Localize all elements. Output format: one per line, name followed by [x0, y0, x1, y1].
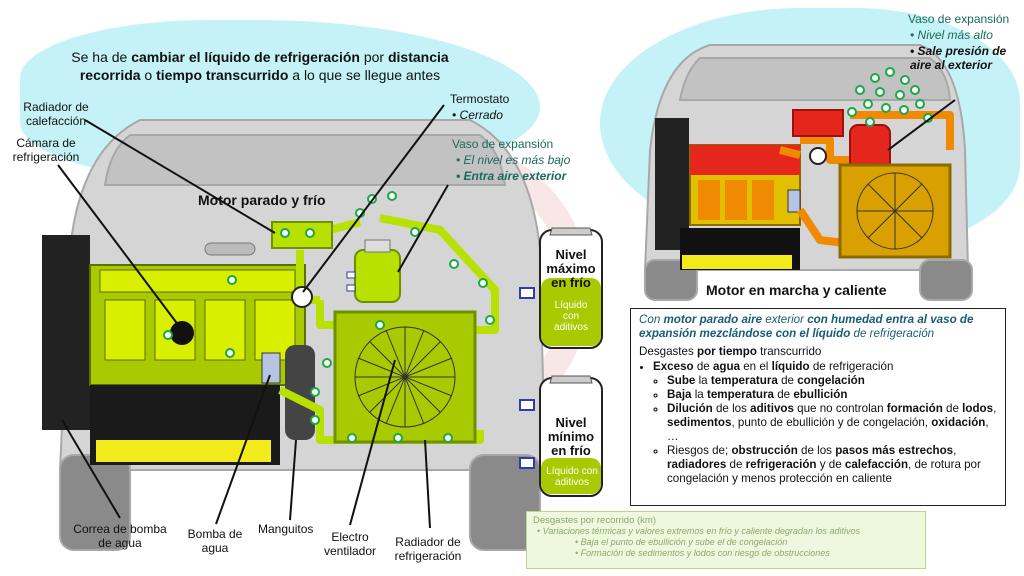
bottle-min [519, 375, 603, 497]
label-vaso-presion: • Sale presión de aire al exterior [910, 44, 1007, 72]
bottle-max-sub: Líquido con aditivos [554, 300, 588, 333]
left-diagram-title: Motor parado y frío [198, 192, 326, 208]
right-expansion-tank [849, 124, 891, 171]
left-radiator [333, 310, 477, 444]
recorrido-box: Desgastes por recorrido (km) • Variacion… [526, 511, 926, 569]
info-desgastes-tiempo: Desgastes por tiempo transcurrido [639, 345, 822, 358]
right-bubbles [847, 67, 933, 127]
info-riesgos: Riesgos de; obstrucción de los pasos más… [667, 444, 997, 486]
left-label-pointers [57, 104, 449, 529]
label-vaso-nivel: • El nivel es más bajo [456, 153, 571, 167]
label-vaso-nivel-alto: • Nivel más alto [910, 28, 993, 42]
label-electro-ventilador: Electro ventilador [323, 530, 377, 558]
right-engine-block [655, 118, 801, 270]
recorrido-line-3: • Formación de sedimentos y lodos con ri… [575, 548, 830, 558]
recorrido-line-2: • Baja el punto de ebullición y sube el … [575, 537, 788, 547]
recorrido-title: Desgastes por recorrido (km) [533, 515, 657, 526]
label-radiador-refrigeracion: Radiador de refrigeración [394, 535, 462, 563]
bottle-min-label: Nivel mínimo en frío [547, 415, 595, 458]
label-vaso-aire: • Entra aire exterior [456, 169, 567, 183]
info-intro: Con motor parado aire exterior con humed… [639, 313, 974, 340]
right-heater-radiator [792, 109, 844, 137]
label-correa: Correa de bomba de agua [73, 522, 167, 550]
label-camara-refrigeracion: Cámara de refrigeración [12, 136, 80, 164]
label-vaso-expansion-left: Vaso de expansión [452, 137, 554, 151]
label-radiador-calefaccion: Radiador de calefacción [23, 100, 89, 128]
left-bubbles [163, 191, 495, 443]
bottle-min-sub: Líquido con aditivos [546, 466, 598, 488]
headline: Se ha de cambiar el líquido de refrigera… [71, 49, 449, 83]
right-radiator [838, 163, 952, 259]
label-vaso-expansion-right: Vaso de expansión [908, 12, 1010, 26]
left-heater-radiator [271, 221, 333, 249]
left-thermostat [291, 286, 313, 308]
info-box: Con motor parado aire exterior con humed… [630, 308, 1006, 506]
label-termostato-estado: • Cerrado [452, 108, 503, 122]
right-thermostat [809, 147, 827, 165]
label-termostato: Termostato [450, 92, 510, 106]
left-expansion-tank [346, 239, 401, 303]
info-dilucion: Dilución de los aditivos que no controla… [667, 402, 997, 444]
info-sube: Sube la temperatura de congelación [667, 374, 997, 388]
recorrido-line-1: • Variaciones térmicas y valores extremo… [537, 526, 860, 536]
right-vaso-pointer [887, 99, 956, 151]
label-bomba: Bomba de agua [187, 527, 243, 555]
right-diagram-title: Motor en marcha y caliente [706, 282, 887, 298]
bottle-max [519, 227, 603, 349]
info-exceso: Exceso de agua en el líquido de refriger… [653, 360, 997, 486]
label-manguitos: Manguitos [258, 522, 314, 536]
info-baja: Baja la temperatura de ebullición [667, 388, 997, 402]
bottle-max-label: Nivel máximo en frío [546, 247, 596, 290]
